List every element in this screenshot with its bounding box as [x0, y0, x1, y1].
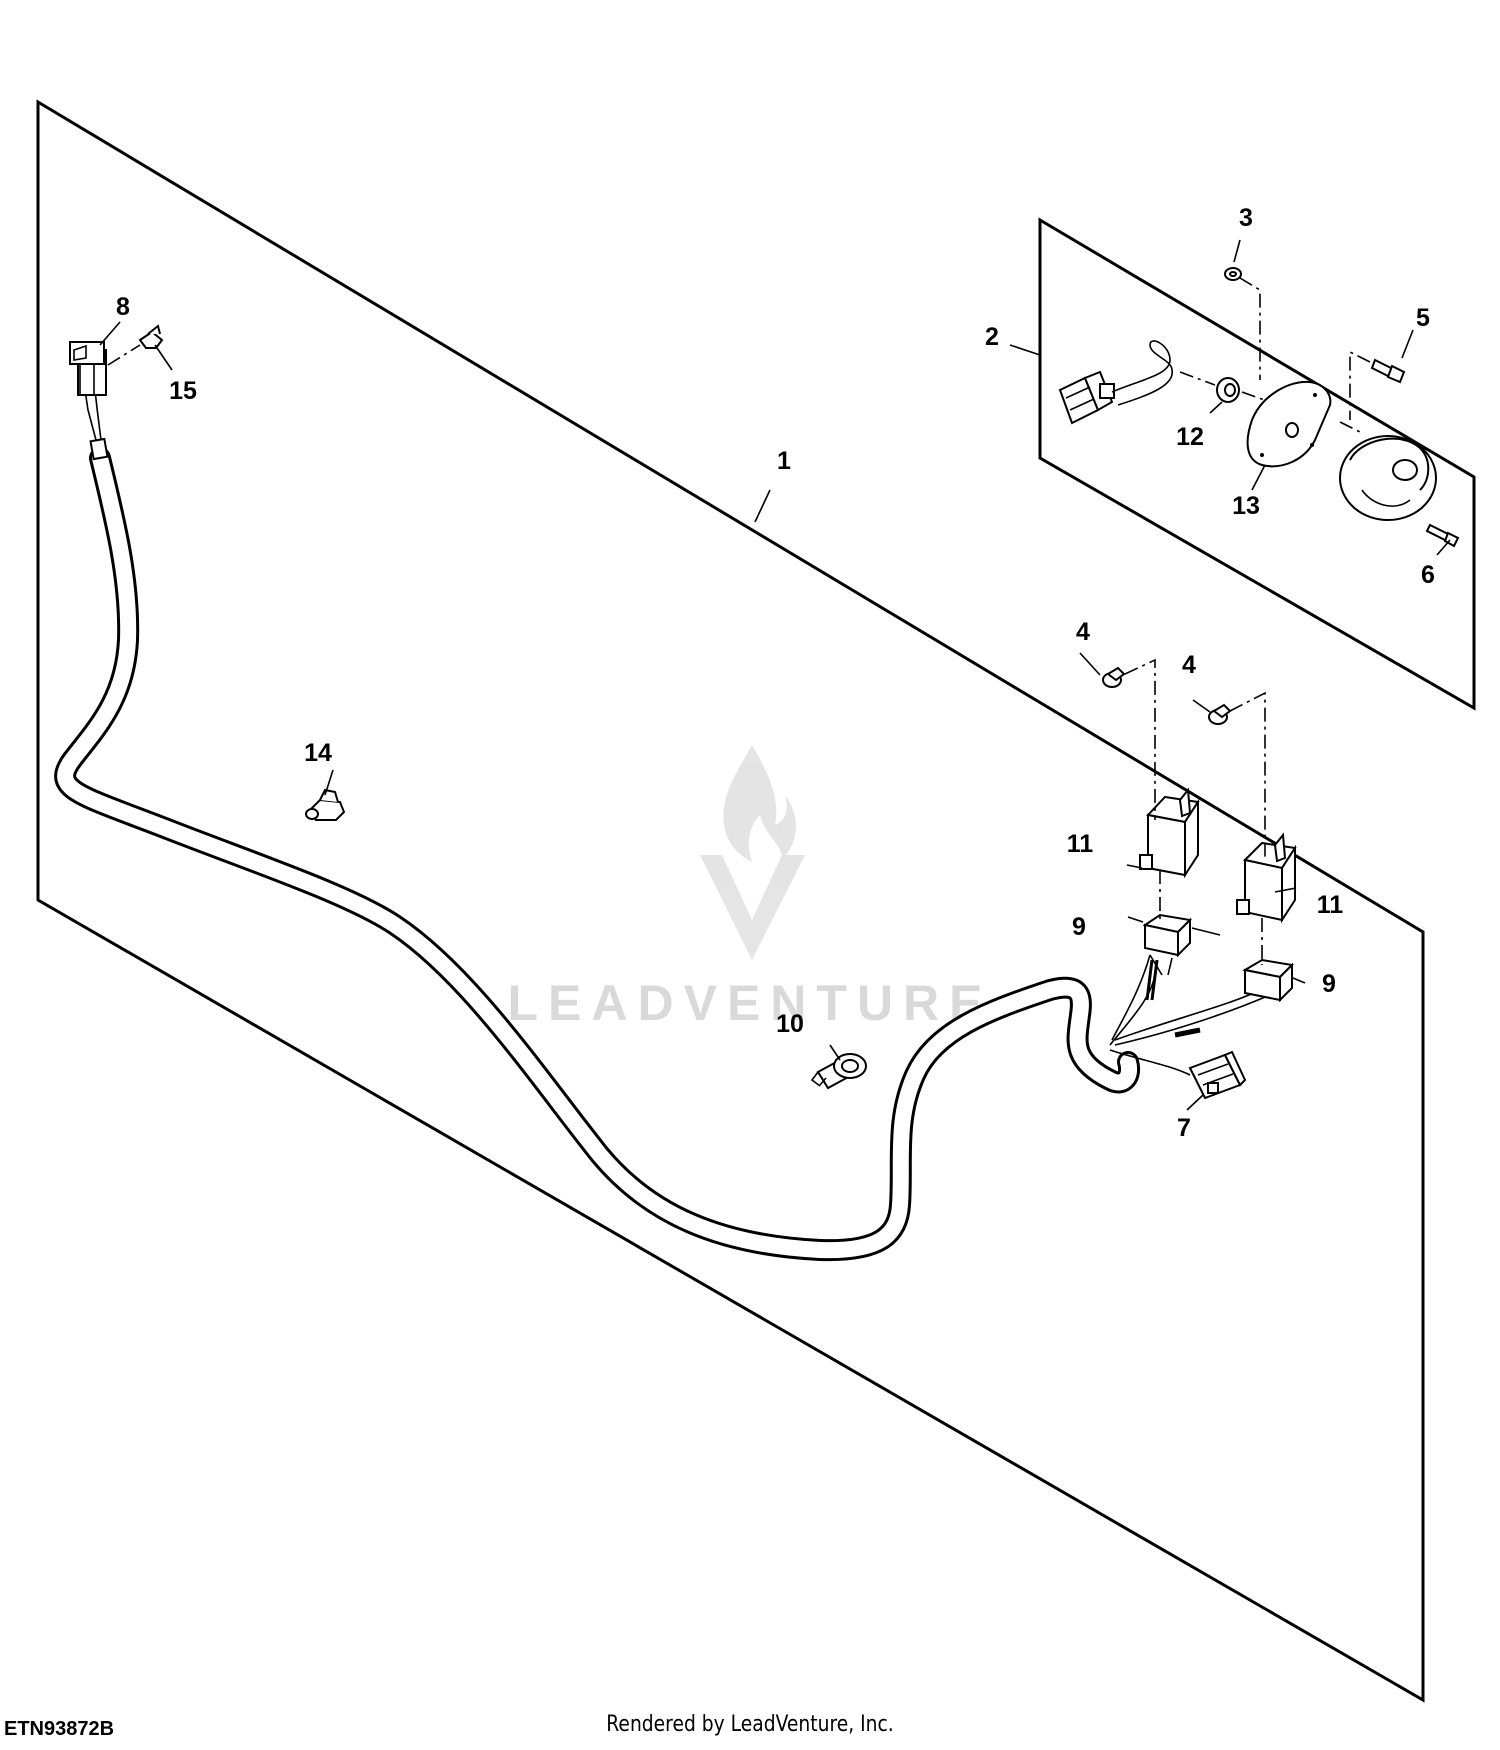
screw-5: [1339, 350, 1406, 433]
grommet-12: [1179, 371, 1271, 403]
callout-2: 2: [985, 323, 999, 351]
nut-3: [1224, 267, 1261, 380]
callout-4-left: 4: [1076, 618, 1090, 646]
callout-8: 8: [116, 293, 130, 321]
bracket-13: [1246, 380, 1332, 468]
screw-4-left: [1102, 658, 1156, 820]
connector-7: [1188, 1050, 1247, 1100]
callout-9-left: 9: [1072, 913, 1086, 941]
main-panel-outline: [36, 99, 1425, 1703]
callout-11-right: 11: [1317, 891, 1344, 919]
leader-lines: [99, 239, 1451, 1111]
wiring-harness: [54, 447, 1271, 1262]
callout-10: 10: [776, 1010, 804, 1038]
callout-9-right: 9: [1322, 970, 1336, 998]
callout-5: 5: [1416, 304, 1430, 332]
callout-14: 14: [304, 739, 332, 767]
screw-4-right: [1208, 691, 1266, 860]
figure-id: ETN93872B: [4, 1718, 115, 1740]
callout-6: 6: [1421, 561, 1435, 589]
clamp-10: [810, 1053, 867, 1090]
relay-11-right: [1236, 832, 1297, 924]
callout-1: 1: [777, 447, 791, 475]
watermark-text: LEADVENTURE: [507, 975, 992, 1031]
switch-harness-2: [1058, 340, 1173, 425]
connector-8: [69, 341, 109, 461]
relay-11-left: [1139, 787, 1200, 879]
callout-3: 3: [1239, 204, 1253, 232]
watermark-logo: [700, 745, 805, 960]
relay-socket-9-left: [1142, 913, 1193, 976]
inset-panel-outline: [1038, 217, 1476, 711]
relay-socket-9-right: [1242, 958, 1295, 1003]
callout-15: 15: [169, 377, 197, 405]
push-rivet-14: [305, 788, 346, 821]
push-rivet-15: [107, 324, 164, 366]
screw-6: [1425, 523, 1460, 548]
callout-7: 7: [1177, 1114, 1191, 1142]
rendered-by-credit: Rendered by LeadVenture, Inc.: [606, 1712, 894, 1737]
callout-4-right: 4: [1182, 651, 1196, 679]
switch-housing: [1339, 435, 1437, 521]
callout-13: 13: [1232, 492, 1260, 520]
callout-12: 12: [1176, 423, 1204, 451]
callout-11-left: 11: [1067, 830, 1094, 858]
